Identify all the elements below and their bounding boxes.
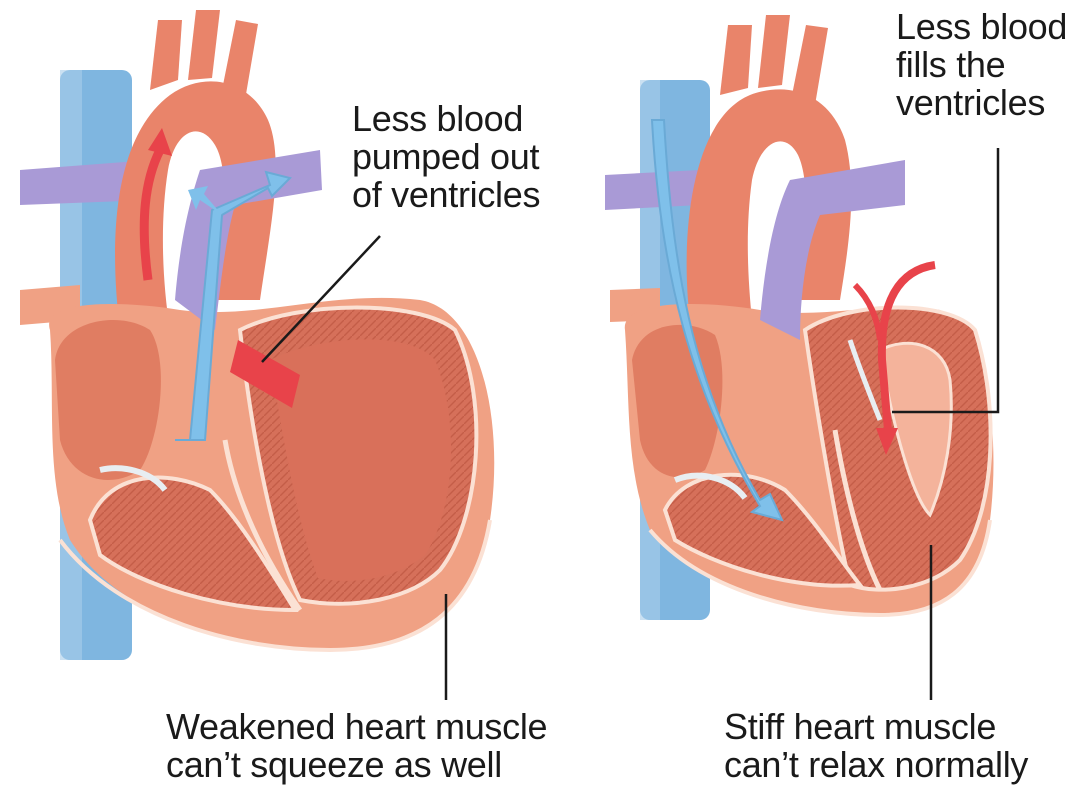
left-top-line-3: of ventricles	[352, 176, 540, 214]
left-right-atrium	[55, 320, 161, 480]
left-top-line-2: pumped out	[352, 138, 540, 176]
left-top-line-1: Less blood	[352, 100, 540, 138]
right-top-callout: Less blood fills the ventricles	[896, 8, 1067, 122]
left-top-callout: Less blood pumped out of ventricles	[352, 100, 540, 214]
left-bottom-caption: Weakened heart muscle can’t squeeze as w…	[166, 708, 547, 784]
right-bottom-line-2: can’t relax normally	[724, 746, 1028, 784]
left-bottom-line-2: can’t squeeze as well	[166, 746, 547, 784]
right-bottom-line-1: Stiff heart muscle	[724, 708, 1028, 746]
left-bottom-line-1: Weakened heart muscle	[166, 708, 547, 746]
right-bottom-caption: Stiff heart muscle can’t relax normally	[724, 708, 1028, 784]
right-top-line-2: fills the	[896, 46, 1067, 84]
right-top-line-3: ventricles	[896, 84, 1067, 122]
right-top-line-1: Less blood	[896, 8, 1067, 46]
